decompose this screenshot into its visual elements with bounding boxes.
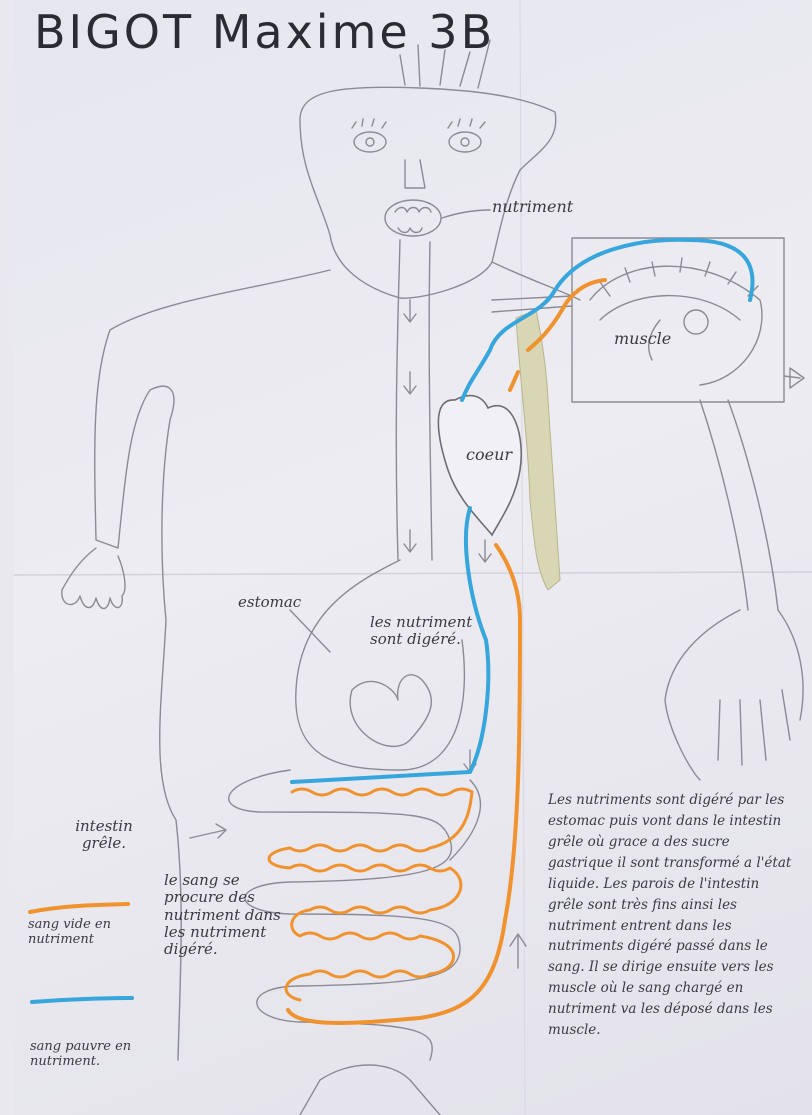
arrow-down-4 [479,540,491,562]
orange-intestine-wave [269,789,472,1000]
label-intestin: intestin grêle. [64,818,144,853]
muscle-box [572,238,784,402]
label-muscle: muscle [614,330,671,348]
legend-blue-stroke [32,998,132,1002]
label-nutrients-digested: les nutriment sont digéré. [370,614,480,649]
arrow-right [784,368,804,388]
right-arm [700,400,778,610]
mouth [385,200,441,236]
muscle-fibers [590,258,762,385]
stomach-inner [350,675,431,746]
label-estomac: estomac [238,594,301,611]
right-hand [665,610,803,780]
right-eye [449,132,481,152]
fold-line-horizontal [14,572,812,575]
legend-label-orange: sang vide en nutriment [28,918,138,948]
page-title: BIGOT Maxime 3B [34,6,495,59]
explanation-paragraph: Les nutriments sont digéré par les estom… [548,790,798,1041]
left-hand [62,548,125,609]
stomach-outline [296,560,465,770]
legend-label-blue: sang pauvre en nutriment. [30,1040,150,1070]
nose [405,160,425,188]
label-sang: le sang se procure des nutriment dans le… [164,872,284,958]
arrow-up [510,934,526,968]
label-nutriment: nutriment [492,198,573,216]
left-eye [354,132,386,152]
heart [438,396,521,535]
legend-orange-stroke [30,904,128,912]
esophagus [396,240,432,560]
arrow-pointer-intestin [190,824,226,838]
label-coeur: coeur [466,446,512,464]
arrow-down-3 [404,530,416,552]
arrow-down-2 [404,372,416,394]
arrow-down-1 [404,300,416,322]
head-outline [300,87,556,298]
muscle-vessel [684,310,708,334]
